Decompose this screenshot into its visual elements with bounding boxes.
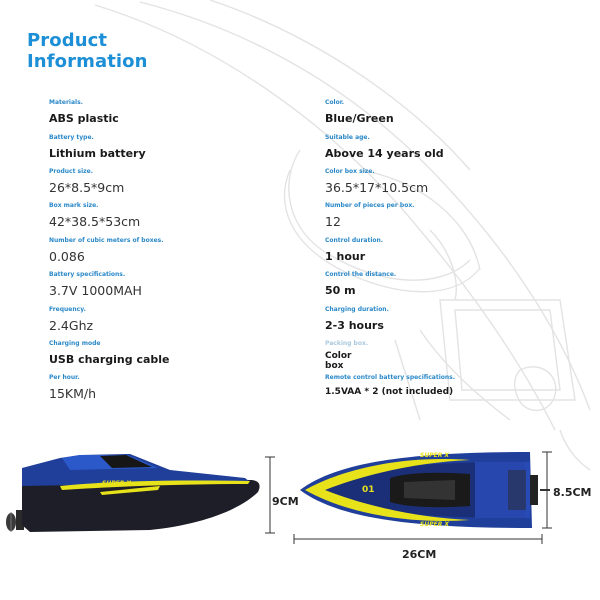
- length-dimension-label: 26CM: [402, 548, 437, 561]
- spec-control-duration: Control duration. 1 hour: [325, 237, 545, 263]
- spec-charging-mode: Charging mode USB charging cable: [49, 340, 269, 366]
- spec-cubic-meters: Number of cubic meters of boxes. 0.086: [49, 237, 269, 263]
- svg-text:SUPER X: SUPER X: [420, 521, 449, 528]
- spec-battery-type: Battery type. Lithium battery: [49, 134, 269, 160]
- spec-color: Color. Blue/Green: [325, 99, 545, 125]
- spec-value: USB charging cable: [49, 353, 170, 366]
- height-dimension-label: 9CM: [272, 495, 299, 508]
- spec-value-line-1: Color: [325, 351, 352, 361]
- spec-label: Materials.: [49, 99, 83, 106]
- spec-label: Box mark size.: [49, 202, 99, 209]
- spec-suitable-age: Suitable age. Above 14 years old: [325, 134, 545, 160]
- spec-value: 15KM/h: [49, 386, 97, 401]
- spec-packing-box: Packing box. Color box: [325, 340, 545, 371]
- spec-label: Color.: [325, 99, 345, 106]
- spec-control-distance: Control the distance. 50 m: [325, 271, 545, 297]
- spec-value: ABS plastic: [49, 112, 119, 125]
- spec-value: 1.5VAA * 2 (not included): [325, 387, 454, 397]
- spec-label: Packing box.: [325, 340, 369, 347]
- spec-label: Suitable age.: [325, 134, 370, 141]
- spec-label: Color box size.: [325, 168, 375, 175]
- spec-value: 36.5*17*10.5cm: [325, 180, 429, 195]
- spec-box-mark-size: Box mark size. 42*38.5*53cm: [49, 202, 269, 228]
- spec-value: 1 hour: [325, 250, 366, 263]
- spec-label: Remote control battery specifications.: [325, 374, 456, 381]
- boat-number-text: 01: [362, 485, 375, 495]
- spec-value: Lithium battery: [49, 147, 146, 160]
- boat-brand-text: SUPER X: [102, 480, 131, 487]
- spec-materials: Materials. ABS plastic: [49, 99, 269, 125]
- spec-label: Battery specifications.: [49, 271, 126, 278]
- spec-charging-duration: Charging duration. 2-3 hours: [325, 306, 545, 332]
- spec-value: 2-3 hours: [325, 319, 384, 332]
- spec-value: 26*8.5*9cm: [49, 180, 125, 195]
- spec-remote-battery: Remote control battery specifications. 1…: [325, 374, 545, 397]
- spec-label: Charging mode: [49, 340, 101, 347]
- spec-label: Control duration.: [325, 237, 384, 244]
- width-dimension-label: 8.5CM: [553, 486, 592, 499]
- boat-top-view-image: 01 SUPER X SUPER X: [300, 452, 550, 528]
- spec-label: Charging duration.: [325, 306, 389, 313]
- spec-value: Blue/Green: [325, 112, 394, 125]
- spec-label: Product size.: [49, 168, 94, 175]
- spec-value: 0.086: [49, 249, 85, 264]
- title-line-2: Information: [27, 51, 148, 72]
- spec-label: Number of pieces per box.: [325, 202, 415, 209]
- spec-pieces-per-box: Number of pieces per box. 12: [325, 202, 545, 228]
- spec-speed: Per hour. 15KM/h: [49, 374, 269, 400]
- title-line-1: Product: [27, 30, 108, 51]
- spec-value: 2.4Ghz: [49, 318, 94, 333]
- spec-value: 12: [325, 214, 341, 229]
- spec-battery-specs: Battery specifications. 3.7V 1000MAH: [49, 271, 269, 297]
- spec-value: 42*38.5*53cm: [49, 214, 141, 229]
- width-dimension-line: [542, 451, 552, 529]
- spec-label: Number of cubic meters of boxes.: [49, 237, 164, 244]
- spec-label: Frequency.: [49, 306, 86, 313]
- spec-frequency: Frequency. 2.4Ghz: [49, 306, 269, 332]
- spec-label: Control the distance.: [325, 271, 397, 278]
- length-dimension-line: [293, 534, 543, 544]
- spec-color-box-size: Color box size. 36.5*17*10.5cm: [325, 168, 545, 194]
- height-dimension-line: [265, 456, 275, 534]
- spec-value-line-2: box: [325, 361, 344, 371]
- spec-value: 3.7V 1000MAH: [49, 283, 142, 298]
- spec-value: 50 m: [325, 284, 356, 297]
- spec-value: Above 14 years old: [325, 147, 444, 160]
- boat-side-view-image: SUPER X: [6, 454, 260, 532]
- spec-label: Battery type.: [49, 134, 94, 141]
- spec-product-size: Product size. 26*8.5*9cm: [49, 168, 269, 194]
- page-title: Product Information: [27, 30, 148, 72]
- spec-label: Per hour.: [49, 374, 80, 381]
- svg-text:SUPER X: SUPER X: [420, 452, 449, 459]
